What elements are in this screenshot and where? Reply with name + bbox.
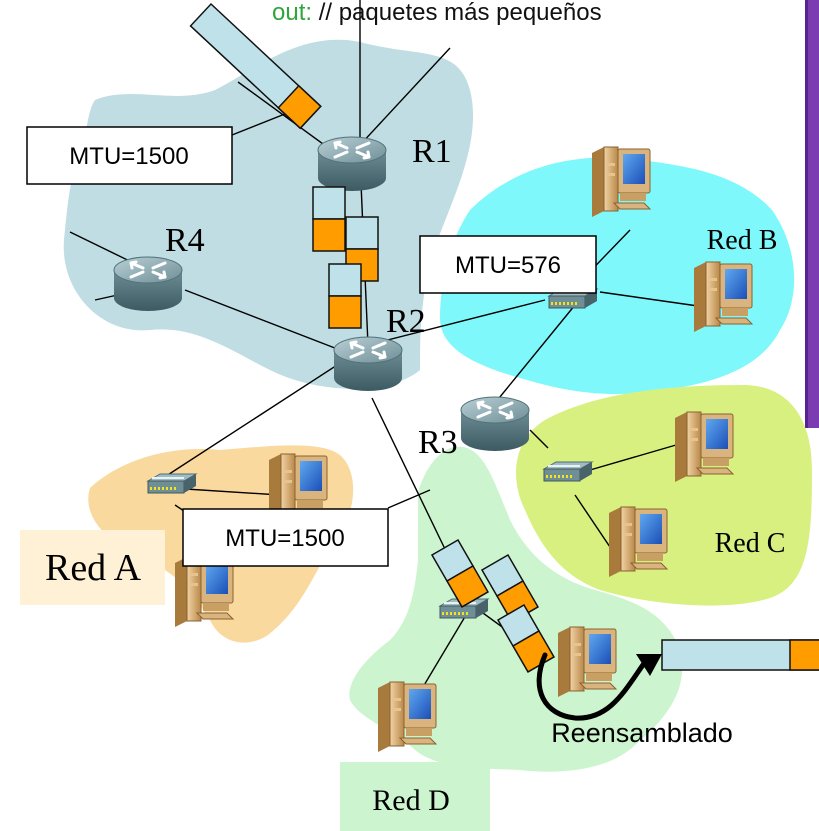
switch-red-a-icon[interactable] bbox=[147, 473, 197, 494]
caption-prefix: out: bbox=[272, 0, 312, 26]
mtu-label-center: MTU=576 bbox=[455, 252, 561, 279]
network-red-b-label: Red B bbox=[707, 225, 778, 256]
computer-red-b-1-icon[interactable] bbox=[591, 146, 651, 218]
computer-red-d-1-icon[interactable] bbox=[557, 626, 617, 698]
computer-red-d-2-icon[interactable] bbox=[377, 681, 437, 753]
switch-red-c-icon[interactable] bbox=[543, 461, 593, 482]
router-r1-label: R1 bbox=[412, 133, 452, 170]
mtu-box-bottom bbox=[182, 508, 389, 567]
slide-side-bar bbox=[805, 0, 819, 428]
mtu-label-bottom: MTU=1500 bbox=[225, 525, 344, 552]
router-r2-icon[interactable] bbox=[332, 335, 404, 393]
router-r4-icon[interactable] bbox=[112, 255, 184, 313]
router-r3-label: R3 bbox=[418, 424, 458, 461]
router-r2-label: R2 bbox=[386, 303, 426, 340]
reassembled-packet-icon bbox=[661, 639, 819, 671]
computer-red-c-1-icon[interactable] bbox=[674, 411, 734, 483]
fragments-r2-red-d bbox=[430, 538, 556, 673]
computer-red-c-2-icon[interactable] bbox=[608, 506, 668, 578]
mtu-box-top-left bbox=[26, 126, 233, 185]
original-packet-icon bbox=[189, 2, 322, 130]
red-b-cloud bbox=[440, 157, 795, 395]
caption-rest: // paquetes más pequeños bbox=[312, 0, 602, 26]
router-r1-icon[interactable] bbox=[316, 135, 388, 193]
computer-red-b-2-icon[interactable] bbox=[693, 261, 753, 333]
router-r4-label: R4 bbox=[165, 222, 205, 259]
router-r3-icon[interactable] bbox=[459, 395, 531, 453]
curved-arrow-icon bbox=[536, 652, 662, 721]
network-red-c-label: Red C bbox=[715, 528, 786, 559]
network-red-d-label: Red D bbox=[372, 784, 450, 817]
mtu-box-center bbox=[419, 235, 597, 294]
caption: out: // paquetes más pequeños bbox=[272, 0, 602, 26]
network-red-a-label: Red A bbox=[45, 547, 142, 589]
mtu-label-top-left: MTU=1500 bbox=[69, 143, 188, 170]
computer-red-a-2-icon[interactable] bbox=[174, 556, 234, 628]
reassembly-label: Reensamblado bbox=[551, 718, 733, 748]
fragments-r1-r2 bbox=[312, 186, 379, 329]
red-c-cloud bbox=[516, 385, 812, 606]
